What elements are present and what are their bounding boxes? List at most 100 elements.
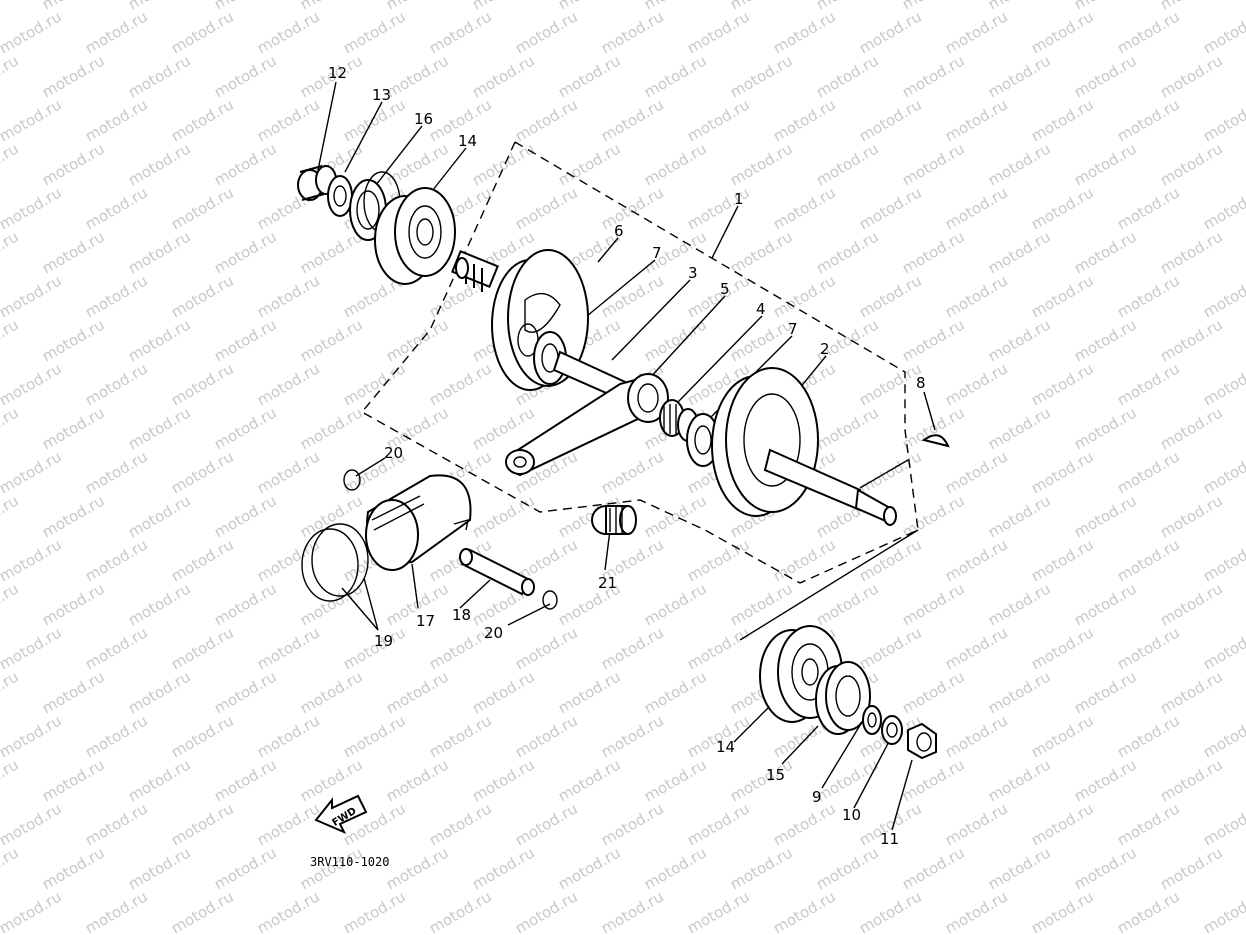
watermark-text: motod.ru xyxy=(1114,887,1183,935)
watermark-text: motod.ru xyxy=(641,315,710,365)
watermark-text: motod.ru xyxy=(684,623,753,673)
watermark-text: motod.ru xyxy=(813,139,882,189)
watermark-text: motod.ru xyxy=(0,799,65,849)
watermark-text: motod.ru xyxy=(770,887,839,935)
watermark-text: motod.ru xyxy=(942,711,1011,761)
watermark-text: motod.ru xyxy=(727,139,796,189)
watermark-text: motod.ru xyxy=(598,799,667,849)
watermark-text: motod.ru xyxy=(0,667,22,717)
watermark-text: motod.ru xyxy=(0,0,22,13)
watermark-text: motod.ru xyxy=(168,447,237,497)
watermark-text: motod.ru xyxy=(82,535,151,585)
watermark-text: motod.ru xyxy=(0,447,65,497)
watermark-text: motod.ru xyxy=(297,667,366,717)
watermark-text: motod.ru xyxy=(641,51,710,101)
watermark-text: motod.ru xyxy=(942,7,1011,57)
watermark-text: motod.ru xyxy=(211,51,280,101)
watermark-text: motod.ru xyxy=(168,183,237,233)
watermark-text: motod.ru xyxy=(125,843,194,893)
label-16: 16 xyxy=(414,110,433,128)
watermark-text: motod.ru xyxy=(813,227,882,277)
part-14-bearing-upper xyxy=(374,187,456,285)
watermark-text: motod.ru xyxy=(899,755,968,805)
watermark-text: motod.ru xyxy=(254,447,323,497)
part-20-circlip-lower xyxy=(542,590,558,610)
watermark-text: motod.ru xyxy=(1114,535,1183,585)
watermark-text: motod.ru xyxy=(512,7,581,57)
label-14b: 14 xyxy=(716,738,735,756)
watermark-text: motod.ru xyxy=(254,711,323,761)
watermark-text: motod.ru xyxy=(1200,711,1246,761)
part-21-small-end-bearing xyxy=(591,505,637,535)
watermark-text: motod.ru xyxy=(82,183,151,233)
watermark-text: motod.ru xyxy=(942,535,1011,585)
leader-lines xyxy=(317,81,936,831)
watermark-text: motod.ru xyxy=(1114,183,1183,233)
watermark-text: motod.ru xyxy=(39,667,108,717)
watermark-text: motod.ru xyxy=(1071,667,1140,717)
watermark-text: motod.ru xyxy=(39,843,108,893)
label-20a: 20 xyxy=(384,444,403,462)
assembly-outline-lower xyxy=(739,529,919,641)
assembly-outline xyxy=(360,141,919,584)
watermark-text: motod.ru xyxy=(856,271,925,321)
watermark-text: motod.ru xyxy=(598,7,667,57)
watermark-text: motod.ru xyxy=(0,755,22,805)
watermark-text: motod.ru xyxy=(1114,359,1183,409)
watermark-text: motod.ru xyxy=(168,271,237,321)
part-8-woodruff-key xyxy=(921,434,950,448)
watermark-text: motod.ru xyxy=(813,51,882,101)
watermark-text: motod.ru xyxy=(1157,139,1226,189)
watermark-text: motod.ru xyxy=(942,271,1011,321)
label-13: 13 xyxy=(372,86,391,104)
watermark-text: motod.ru xyxy=(899,51,968,101)
watermark-text: motod.ru xyxy=(985,667,1054,717)
watermark-text: motod.ru xyxy=(856,623,925,673)
watermark-text: motod.ru xyxy=(211,579,280,629)
watermark-text: motod.ru xyxy=(125,227,194,277)
watermark-text: motod.ru xyxy=(1071,755,1140,805)
watermark-text: motod.ru xyxy=(469,667,538,717)
watermark-text: motod.ru xyxy=(555,843,624,893)
watermark-text: motod.ru xyxy=(0,183,65,233)
watermark-text: motod.ru xyxy=(469,843,538,893)
watermark-text: motod.ru xyxy=(39,491,108,541)
watermark-text: motod.ru xyxy=(598,711,667,761)
watermark-text: motod.ru xyxy=(598,623,667,673)
watermark-text: motod.ru xyxy=(211,315,280,365)
watermark-text: motod.ru xyxy=(770,95,839,145)
watermark-text: motod.ru xyxy=(340,7,409,57)
watermark-text: motod.ru xyxy=(1028,623,1097,673)
label-1: 1 xyxy=(734,190,744,208)
watermark-text: motod.ru xyxy=(125,755,194,805)
watermark-text: motod.ru xyxy=(1114,799,1183,849)
watermark-text: motod.ru xyxy=(39,51,108,101)
watermark-text: motod.ru xyxy=(1114,623,1183,673)
part-11-nut xyxy=(907,722,937,760)
watermark-text: motod.ru xyxy=(641,139,710,189)
label-6: 6 xyxy=(614,222,624,240)
label-12: 12 xyxy=(328,64,347,82)
watermark-text: motod.ru xyxy=(856,183,925,233)
watermark-text: motod.ru xyxy=(1028,271,1097,321)
watermark-text: motod.ru xyxy=(641,667,710,717)
watermark-text: motod.ru xyxy=(1157,843,1226,893)
watermark-text: motod.ru xyxy=(0,271,65,321)
watermark-text: motod.ru xyxy=(254,623,323,673)
part-10-lock-washer xyxy=(881,715,903,745)
watermark-text: motod.ru xyxy=(1157,227,1226,277)
watermark-text: motod.ru xyxy=(82,271,151,321)
watermark-text: motod.ru xyxy=(0,139,22,189)
watermark-text: motod.ru xyxy=(1157,579,1226,629)
watermark-text: motod.ru xyxy=(555,139,624,189)
watermark-text: motod.ru xyxy=(1157,491,1226,541)
watermark-text: motod.ru xyxy=(0,51,22,101)
watermark-text: motod.ru xyxy=(899,227,968,277)
watermark-text: motod.ru xyxy=(727,843,796,893)
label-20b: 20 xyxy=(484,624,503,642)
watermark-text: motod.ru xyxy=(383,315,452,365)
watermark-text: motod.ru xyxy=(1200,887,1246,935)
watermark-text: motod.ru xyxy=(1157,755,1226,805)
label-19: 19 xyxy=(374,632,393,650)
